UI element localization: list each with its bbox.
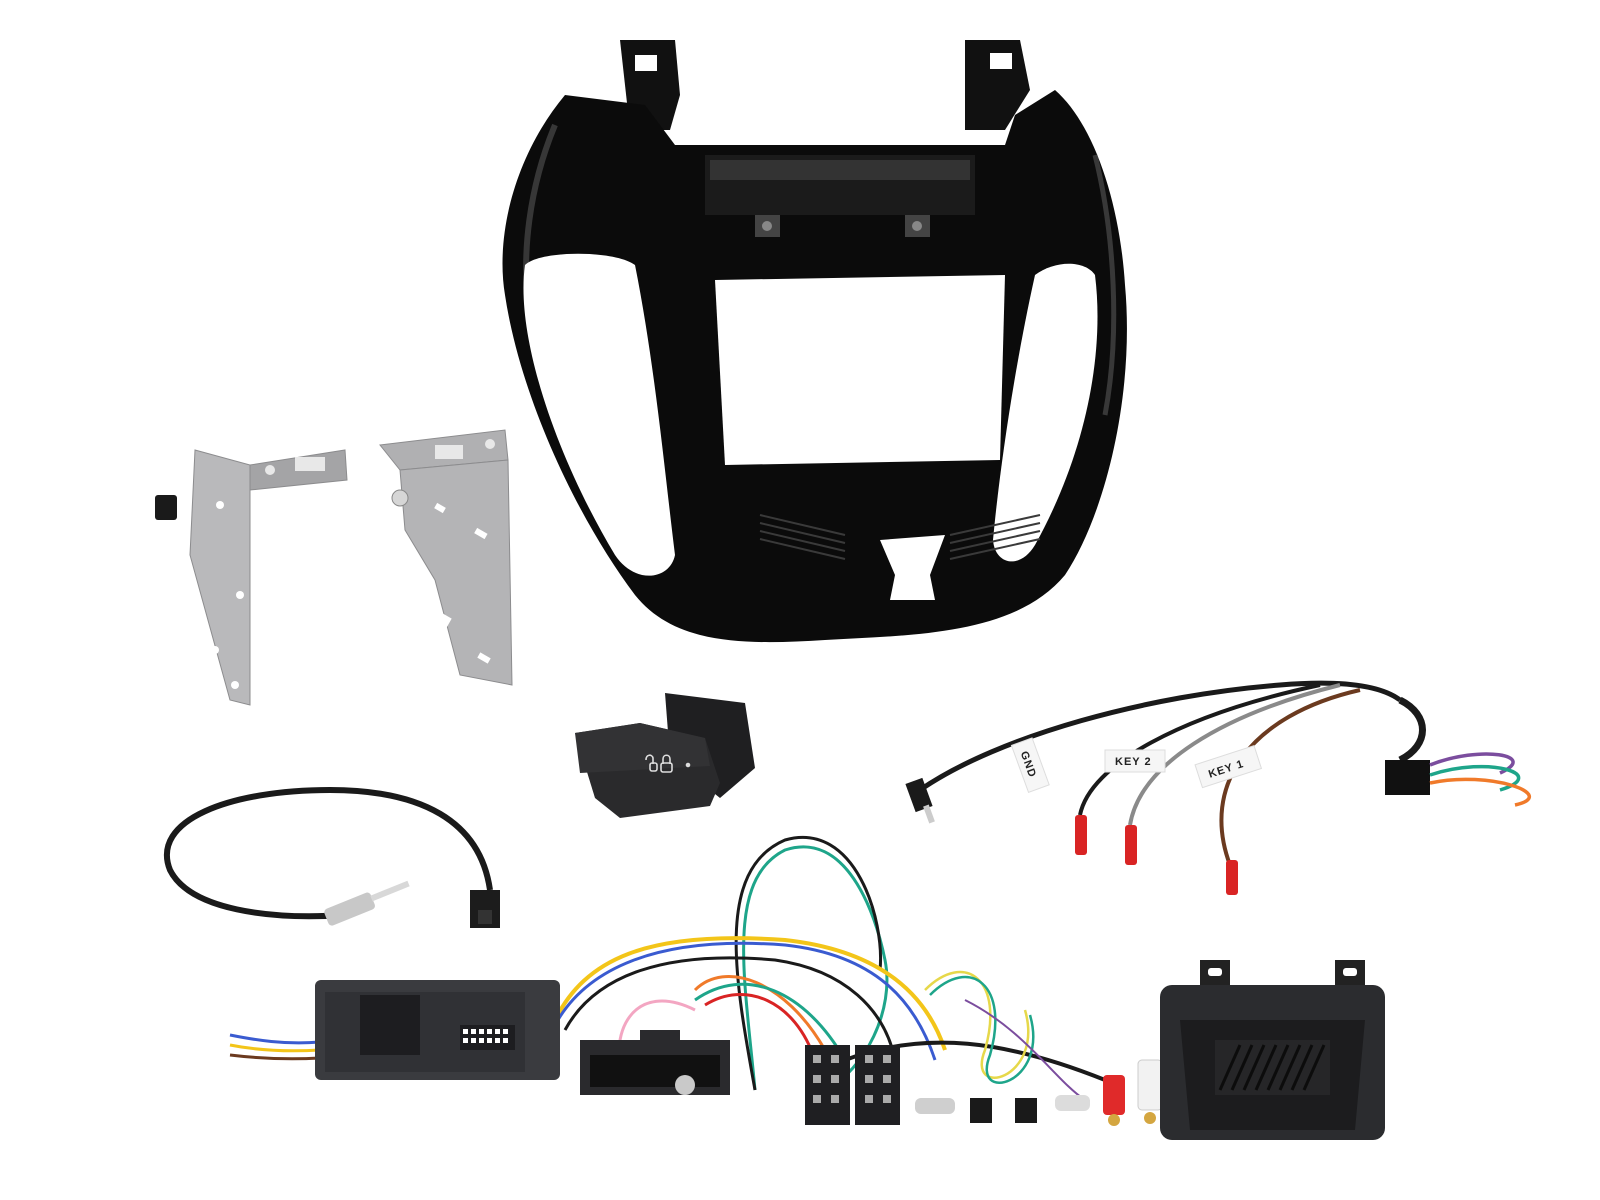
rca-plug-white [1137, 1059, 1163, 1124]
mounting-bracket-left [155, 445, 355, 710]
gnd-terminal [1075, 815, 1087, 855]
rca-plug-red [1103, 1075, 1125, 1126]
mounting-bracket-right [379, 420, 525, 695]
speaker-grille-icon [1218, 1044, 1326, 1091]
lock-unlock-icon [645, 754, 691, 773]
iso-connectors [805, 1045, 900, 1125]
steering-control-patch-lead: GND KEY 2 KEY 1 [900, 655, 1540, 895]
vehicle-wiring-harness [225, 830, 1245, 1140]
key2-tag: KEY 2 [1115, 756, 1152, 768]
key1-terminal [1226, 860, 1238, 895]
key2-terminal [1125, 825, 1137, 865]
vehicle-multi-pin-connector [580, 1030, 730, 1095]
patch-lead-connector [1385, 760, 1430, 795]
central-locking-switch [570, 688, 760, 823]
chime-speaker-box [1160, 960, 1400, 1145]
steering-interface-module [315, 980, 560, 1080]
bracket-bolt-icon [155, 495, 177, 520]
fascia-panel [495, 35, 1135, 645]
aerial-adaptor-lead [150, 760, 520, 930]
